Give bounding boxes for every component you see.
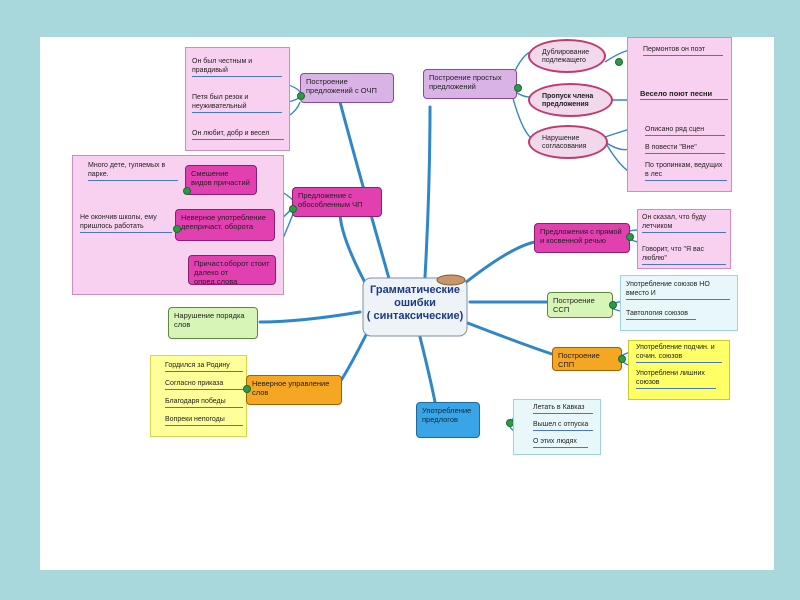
central-title-line2: ошибки — [394, 297, 436, 309]
scroll-shape — [362, 274, 468, 337]
connector-dot — [297, 92, 305, 100]
ssp-examples-panel — [620, 275, 738, 331]
connector-dot — [514, 84, 522, 92]
branch-rech — [458, 240, 537, 289]
obosob-example-2: Не окончив школы, ему пришлось работать — [80, 213, 172, 233]
node-smeshenie[interactable]: Смешение видов причастий — [185, 165, 257, 195]
connector-dot — [615, 58, 623, 66]
obosob-example-1: Много дете, гуляемых в парке. — [88, 161, 178, 181]
predlogi-example-3: О этих людях — [533, 437, 588, 448]
prostye-examples-panel — [627, 37, 732, 192]
upravlenie-example-3: Благодаря победы — [165, 397, 243, 408]
node-rech[interactable]: Предложения с прямой и косвенной речью — [534, 223, 630, 253]
connector-dot — [618, 355, 626, 363]
upravlenie-examples-panel — [150, 355, 247, 437]
rech-example-1: Он сказал, что буду летчиком — [642, 213, 726, 233]
branch-poryadok — [258, 310, 362, 324]
prostye-example-2: Весело поют песни — [640, 89, 728, 100]
spp-example-2: Употреблени лишних союзов — [636, 369, 716, 389]
rech-example-2: Говорит, что "Я вас люблю" — [642, 245, 726, 265]
connector-dot — [243, 385, 251, 393]
spp-examples-panel — [628, 340, 730, 400]
prostye-example-4: В повести "Вне" — [645, 143, 725, 154]
upravlenie-example-1: Гордился за Родину — [165, 361, 243, 372]
branch-predlogi — [418, 335, 437, 404]
node-deeprichast[interactable]: Неверное употребление деепричаст. оборот… — [175, 209, 275, 241]
ochp-example-1: Он был честным и правдивый — [192, 57, 282, 77]
node-ssp[interactable]: Построение ССП — [547, 292, 613, 318]
spp-example-1: Употребление подчин. и сочин. союзов — [636, 343, 722, 363]
mindmap-canvas: Он был честным и правдивый Петя был резо… — [40, 37, 774, 570]
upravlenie-example-4: Вопреки непогоды — [165, 415, 243, 426]
connector-dot — [183, 187, 191, 195]
predlogi-example-2: Вышел с отпуска — [533, 420, 593, 431]
branch-ochp — [338, 100, 392, 284]
ochp-example-3: Он любит, добр и весел — [192, 129, 284, 140]
central-title-line3: ( синтаксические) — [366, 310, 464, 322]
node-poryadok[interactable]: Нарушение порядка слов — [168, 307, 258, 339]
node-predlogi[interactable]: Употребление предлогов — [416, 402, 480, 438]
connector-dot — [626, 233, 634, 241]
connector-dot — [609, 301, 617, 309]
predlogi-examples-panel — [513, 399, 601, 455]
central-node[interactable]: Грамматические ошибки ( синтаксические) — [355, 272, 475, 340]
node-obosob[interactable]: Предложение с обособленным ЧП — [292, 187, 382, 217]
node-spp[interactable]: Построение СПП — [552, 347, 622, 371]
branch-prostye — [423, 105, 432, 279]
node-prostye[interactable]: Построение простых предложений — [423, 69, 517, 99]
ochp-example-2: Петя был резок и неуживательный — [192, 93, 282, 113]
rech-examples-panel — [637, 209, 731, 269]
predlogi-example-1: Летать в Кавказ — [533, 403, 593, 414]
node-upravlenie[interactable]: Неверное управление слов — [246, 375, 342, 405]
ochp-examples-panel — [185, 47, 290, 151]
node-prichast[interactable]: Причаст.оборот стоит далеко от опред.сло… — [188, 255, 276, 285]
connector-dot — [173, 225, 181, 233]
branch-spp — [463, 320, 557, 357]
central-title-line1: Грамматические — [370, 284, 460, 296]
oval-narushenie[interactable]: Нарушение согласования — [528, 125, 608, 159]
oval-dublirovanie[interactable]: Дублирование подлежащего — [528, 39, 606, 73]
oval-propusk[interactable]: Пропуск члена предложения — [528, 83, 613, 117]
prostye-example-5: По тропинкам, ведущих в лес — [645, 161, 727, 181]
ssp-example-1: Употребление союзов НО вместо И — [626, 280, 730, 300]
ssp-example-2: Тавтология союзов — [626, 309, 696, 320]
upravlenie-example-2: Согласно приказа — [165, 379, 243, 390]
prostye-example-1: Пермонтов он поэт — [643, 45, 723, 56]
connector-dot — [289, 205, 297, 213]
node-ochp[interactable]: Построение предложений с ОЧП — [300, 73, 394, 103]
prostye-example-3: Описано ряд сцен — [645, 125, 725, 136]
